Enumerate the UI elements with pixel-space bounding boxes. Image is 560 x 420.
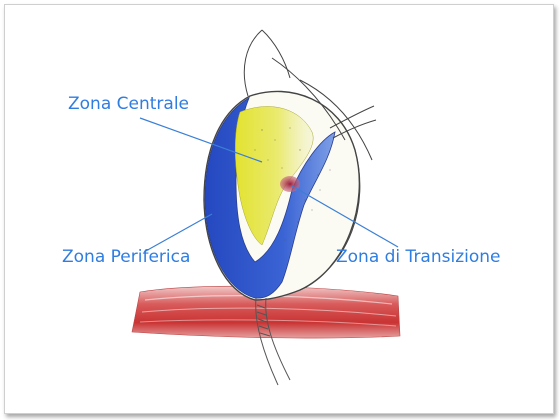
label-central-zone: Zona Centrale [68,94,190,114]
anatomy-contour-lines [243,29,377,291]
leader-line-central [139,117,263,163]
transition-zone-shape [280,176,300,192]
leader-lines [139,117,399,253]
urethra [255,297,291,386]
leader-line-transition [291,185,399,248]
central-zone-shape [234,106,314,246]
stipple-texture [254,127,331,241]
label-peripheral-zone: Zona Periferica [62,247,191,267]
label-transition-zone: Zona di Transizione [336,247,501,267]
leader-line-peripheral [143,213,213,253]
